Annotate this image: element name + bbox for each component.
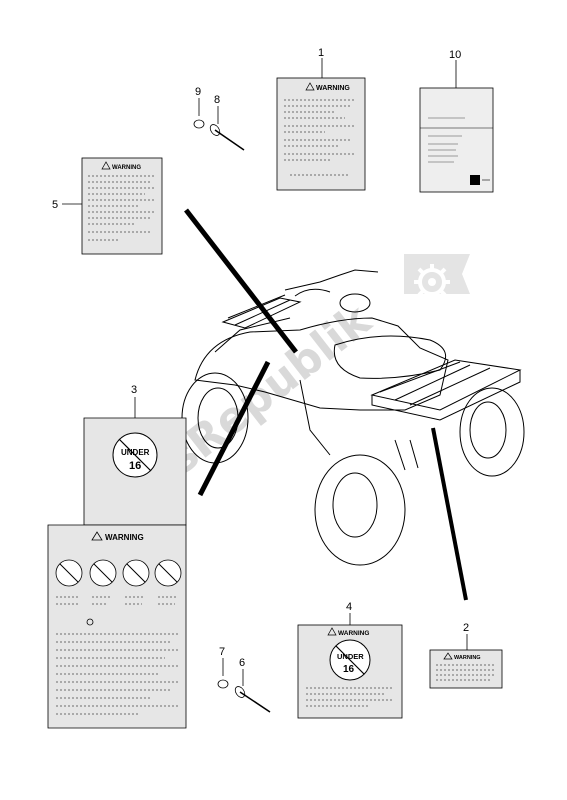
callout-6: 6 [239, 657, 245, 669]
label-3-under: UNDER [121, 448, 150, 457]
rivet-6-7: 7 6 [217, 646, 271, 713]
label-4-under: UNDER [337, 652, 364, 661]
callout-2: 2 [463, 622, 469, 634]
leader-lines [184, 208, 468, 601]
callout-5: 5 [52, 199, 58, 211]
label-10-manual: 10 [419, 49, 494, 193]
label-5: 5 WARNING [52, 157, 163, 255]
label-3: 3 UNDER 16 WARNING [47, 384, 187, 729]
label-3-warning: WARNING [105, 533, 144, 542]
gear-icon [404, 254, 470, 300]
label-2-warning: WARNING [454, 655, 481, 661]
callout-10: 10 [449, 49, 461, 61]
callout-1: 1 [318, 47, 324, 59]
label-4-warning: WARNING [338, 630, 369, 637]
callout-4: 4 [346, 601, 352, 613]
label-4-age: 16 [343, 664, 355, 675]
label-4: 4 WARNING UNDER 16 [297, 601, 403, 719]
label-1: 1 WARNING [276, 47, 366, 191]
label-2: 2 WARNING [429, 622, 503, 689]
label-1-warning: WARNING [316, 85, 350, 92]
callout-7: 7 [219, 646, 225, 658]
callout-8: 8 [214, 94, 220, 106]
label-3-age: 16 [129, 460, 141, 472]
callout-3: 3 [131, 384, 137, 396]
rivet-8-9: 9 8 [193, 86, 245, 151]
callout-9: 9 [195, 86, 201, 98]
label-5-warning: WARNING [112, 165, 141, 171]
